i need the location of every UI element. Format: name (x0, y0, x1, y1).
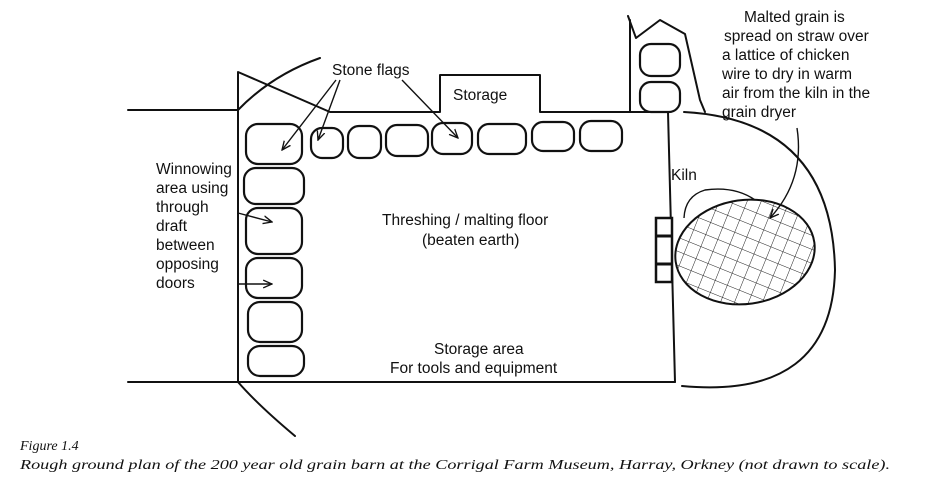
kiln (654, 188, 756, 284)
stone-flags-left (242, 122, 306, 378)
stone (242, 166, 306, 206)
svg-text:grain dryer: grain dryer (722, 104, 796, 121)
svg-text:spread on straw over: spread on straw over (724, 28, 869, 45)
stone (578, 119, 624, 153)
stone (309, 126, 345, 160)
stone (430, 121, 474, 156)
malted-grain-label: Malted grain is spread on straw over a l… (721, 9, 870, 121)
grain-dryer (674, 198, 816, 306)
stone-flags-label: Stone flags (332, 62, 410, 79)
kiln-label: Kiln (671, 167, 697, 184)
stone (246, 300, 304, 344)
svg-text:draft: draft (156, 218, 188, 235)
svg-text:Malted grain is: Malted grain is (744, 9, 845, 26)
stone (244, 206, 304, 256)
svg-text:doors: doors (156, 275, 195, 292)
storage-area-label: Storage area For tools and equipment (390, 341, 558, 377)
figure-caption: Rough ground plan of the 200 year old gr… (19, 457, 890, 472)
stone-flags-top (309, 119, 624, 160)
stone (346, 124, 383, 160)
stone (476, 122, 528, 156)
stone-flags-tower (638, 42, 682, 114)
figure-number: Figure 1.4 (19, 439, 79, 454)
svg-text:air from the kiln in the: air from the kiln in the (722, 85, 870, 102)
svg-text:Threshing / malting floor: Threshing / malting floor (382, 212, 548, 229)
annotation-arrows (237, 79, 800, 284)
svg-text:Winnowing: Winnowing (156, 161, 232, 178)
stone (530, 120, 576, 153)
storage-label: Storage (453, 87, 507, 104)
threshing-label: Threshing / malting floor (beaten earth) (382, 212, 548, 249)
stone (384, 123, 430, 158)
svg-text:(beaten earth): (beaten earth) (422, 232, 519, 249)
svg-text:between: between (156, 237, 215, 254)
svg-text:wire to dry in warm: wire to dry in warm (721, 66, 852, 83)
stone (638, 80, 682, 114)
svg-text:a lattice of chicken: a lattice of chicken (722, 47, 850, 64)
svg-text:area using: area using (156, 180, 228, 197)
svg-text:Storage area: Storage area (434, 341, 524, 358)
stone (638, 42, 682, 78)
svg-text:through: through (156, 199, 209, 216)
svg-text:opposing: opposing (156, 256, 219, 273)
winnowing-label: Winnowing area using through draft betwe… (156, 161, 232, 292)
svg-text:For tools and equipment: For tools and equipment (390, 360, 558, 377)
stone (244, 256, 304, 300)
stone (246, 344, 306, 378)
stone (244, 122, 304, 166)
